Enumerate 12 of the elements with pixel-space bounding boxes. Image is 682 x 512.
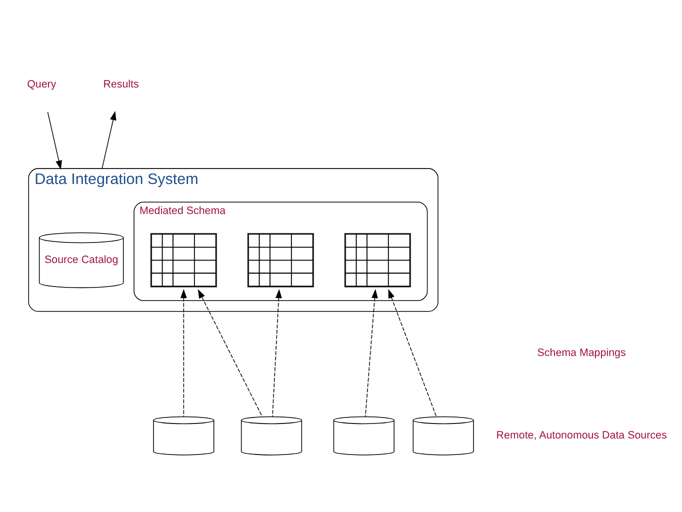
arrow <box>388 289 437 417</box>
arrow <box>198 289 263 417</box>
arrow <box>364 288 378 417</box>
arrow <box>47 112 62 170</box>
arrow <box>180 288 187 417</box>
arrow <box>272 288 282 417</box>
label: Remote, Autonomous Data Sources <box>496 430 667 442</box>
node-text: Results <box>103 78 139 90</box>
arrow <box>102 111 116 169</box>
cluster: Mediated Schema <box>134 202 428 302</box>
node-text: Query <box>27 78 56 90</box>
label: Schema Mappings <box>537 347 626 360</box>
